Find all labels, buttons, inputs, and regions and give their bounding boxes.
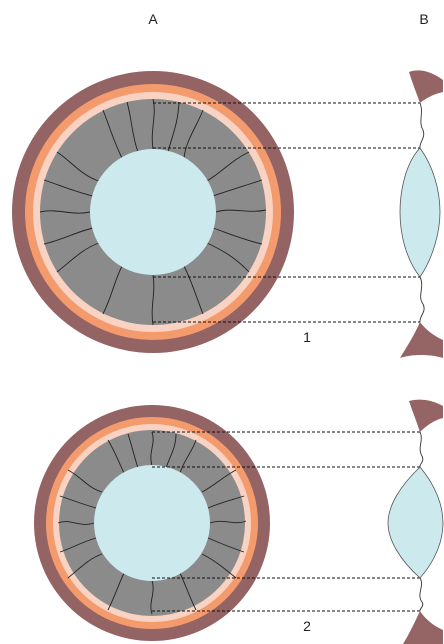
state-1-side-view <box>399 70 443 358</box>
upper-tissue-cap-1 <box>409 70 443 103</box>
state-2-side-view <box>387 399 444 644</box>
lower-tissue-cap-1 <box>400 322 443 358</box>
state-2-front-view <box>34 405 270 641</box>
column-a-label: A <box>148 11 158 27</box>
lens-side-2 <box>387 466 444 579</box>
state-2-label: 2 <box>303 618 311 634</box>
pupil-1 <box>90 149 216 275</box>
upper-tissue-cap-2 <box>409 399 443 432</box>
lower-zonule-1 <box>419 276 425 323</box>
lower-tissue-cap-2 <box>403 611 443 644</box>
lens-side-1 <box>399 147 441 278</box>
upper-zonule-2 <box>419 431 424 468</box>
state-1-label: 1 <box>303 329 311 345</box>
upper-zonule-1 <box>419 102 425 149</box>
state-1-front-view <box>12 71 294 353</box>
lower-zonule-2 <box>419 577 424 612</box>
pupil-2 <box>94 465 210 581</box>
ciliary-fibers-1 <box>39 98 267 326</box>
state-1-guide-lines <box>153 102 420 323</box>
column-b-label: B <box>419 11 428 27</box>
ciliary-fibers-2 <box>57 431 247 615</box>
